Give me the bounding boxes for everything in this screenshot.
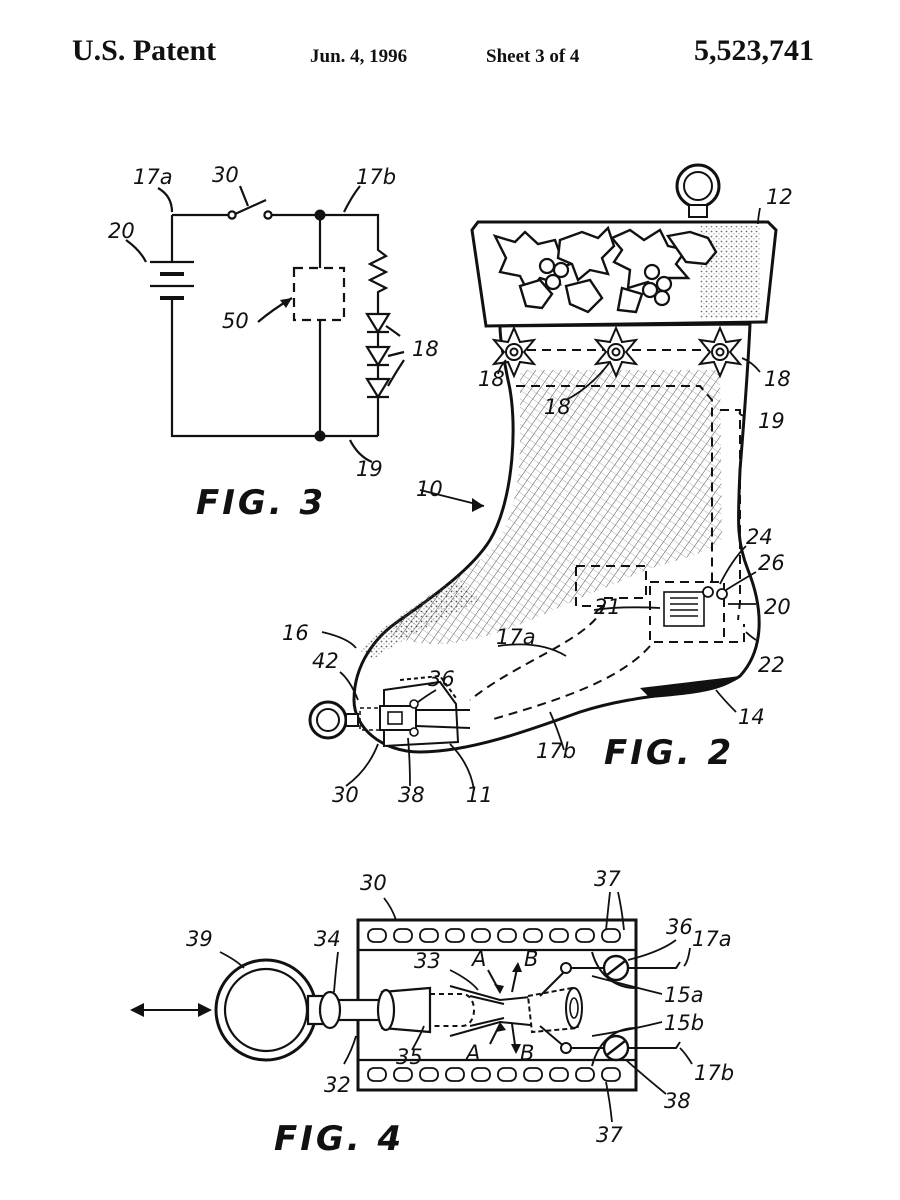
- label-38-fig2: 38: [398, 783, 425, 807]
- label-b-bottom: B: [520, 1041, 534, 1065]
- label-a-top: A: [470, 947, 486, 971]
- fig3-caption: FIG. 3: [196, 483, 326, 523]
- label-a-bottom: A: [464, 1041, 480, 1065]
- label-b-top: B: [524, 947, 538, 971]
- label-38-fig4: 38: [664, 1089, 691, 1113]
- label-37-bottom: 37: [596, 1123, 623, 1147]
- label-39: 39: [186, 927, 213, 951]
- arrow-head-50: [280, 298, 292, 308]
- label-18-left: 18: [478, 367, 505, 391]
- fig3-circuit: [126, 186, 404, 462]
- label-34: 34: [314, 927, 341, 951]
- label-36-fig4: 36: [666, 915, 693, 939]
- label-50: 50: [222, 309, 249, 333]
- label-18-right: 18: [764, 367, 791, 391]
- label-17a-fig4: 17a: [692, 927, 732, 951]
- label-16: 16: [282, 621, 309, 645]
- label-10: 10: [416, 477, 443, 501]
- label-30-fig4: 30: [360, 871, 387, 895]
- label-30-fig2: 30: [332, 783, 359, 807]
- label-19: 19: [356, 457, 383, 481]
- label-21: 21: [594, 595, 621, 619]
- label-26: 26: [758, 551, 785, 575]
- label-11: 11: [466, 783, 493, 807]
- label-30: 30: [212, 163, 239, 187]
- label-37-top: 37: [594, 867, 621, 891]
- label-14: 14: [738, 705, 765, 729]
- label-36-fig2: 36: [428, 667, 455, 691]
- fig2-caption: FIG. 2: [604, 733, 734, 773]
- label-17a: 17a: [133, 165, 173, 189]
- label-18: 18: [412, 337, 439, 361]
- label-18-mid: 18: [544, 395, 571, 419]
- label-32: 32: [324, 1073, 351, 1097]
- label-15b: 15b: [664, 1011, 704, 1035]
- label-35: 35: [396, 1045, 423, 1069]
- label-20-fig2: 20: [764, 595, 791, 619]
- label-17b-fig4: 17b: [694, 1061, 734, 1085]
- label-15a: 15a: [664, 983, 704, 1007]
- label-12: 12: [766, 185, 793, 209]
- label-19-fig2: 19: [758, 409, 785, 433]
- fig4-caption: FIG. 4: [274, 1119, 404, 1159]
- label-42: 42: [312, 649, 339, 673]
- label-17b-fig2: 17b: [536, 739, 576, 763]
- label-33: 33: [414, 949, 441, 973]
- junction-dot-bottom: [315, 431, 326, 442]
- label-17a-fig2: 17a: [496, 625, 536, 649]
- label-17b: 17b: [356, 165, 396, 189]
- label-22: 22: [758, 653, 785, 677]
- fig4-switch: [130, 892, 692, 1122]
- label-20: 20: [108, 219, 135, 243]
- junction-dot-top: [315, 210, 326, 221]
- label-24: 24: [746, 525, 773, 549]
